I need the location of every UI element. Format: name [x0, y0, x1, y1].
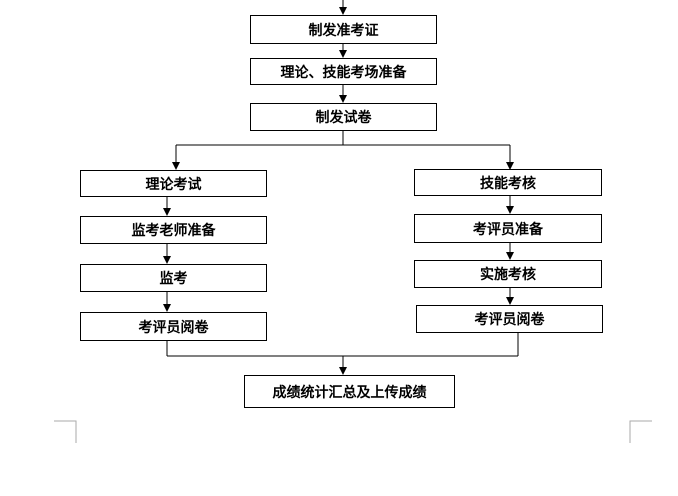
step-label: 成绩统计汇总及上传成绩: [272, 384, 427, 401]
step-right-grading: 考评员阅卷: [416, 305, 603, 333]
step-proctoring: 监考: [80, 264, 267, 292]
step-label: 考评员阅卷: [138, 319, 209, 336]
margin-mark-right: [629, 420, 652, 443]
step-label: 理论、技能考场准备: [280, 64, 407, 81]
step-label: 制发试卷: [315, 110, 372, 126]
step-label: 理论考试: [145, 176, 202, 193]
step-label: 技能考核: [480, 175, 536, 192]
step-proctor-preparation: 监考老师准备: [80, 216, 267, 244]
step-label: 考评员阅卷: [474, 312, 545, 328]
step-label: 制发准考证: [308, 22, 379, 39]
step-label: 实施考核: [480, 267, 536, 283]
step-label: 监考老师准备: [131, 223, 216, 239]
step-prepare-exam-rooms: 理论、技能考场准备: [250, 58, 437, 85]
margin-mark-left: [54, 420, 77, 443]
step-left-grading: 考评员阅卷: [80, 312, 267, 341]
step-issue-exam-papers: 制发试卷: [250, 103, 437, 131]
step-score-summary-upload: 成绩统计汇总及上传成绩: [244, 375, 455, 408]
step-examiner-preparation: 考评员准备: [414, 214, 602, 243]
step-skills-assessment: 技能考核: [414, 169, 602, 196]
step-theory-exam: 理论考试: [80, 170, 267, 197]
step-issue-admission-ticket: 制发准考证: [250, 15, 437, 44]
step-label: 监考: [159, 271, 188, 287]
step-label: 考评员准备: [473, 221, 543, 238]
step-conduct-assessment: 实施考核: [414, 260, 602, 288]
